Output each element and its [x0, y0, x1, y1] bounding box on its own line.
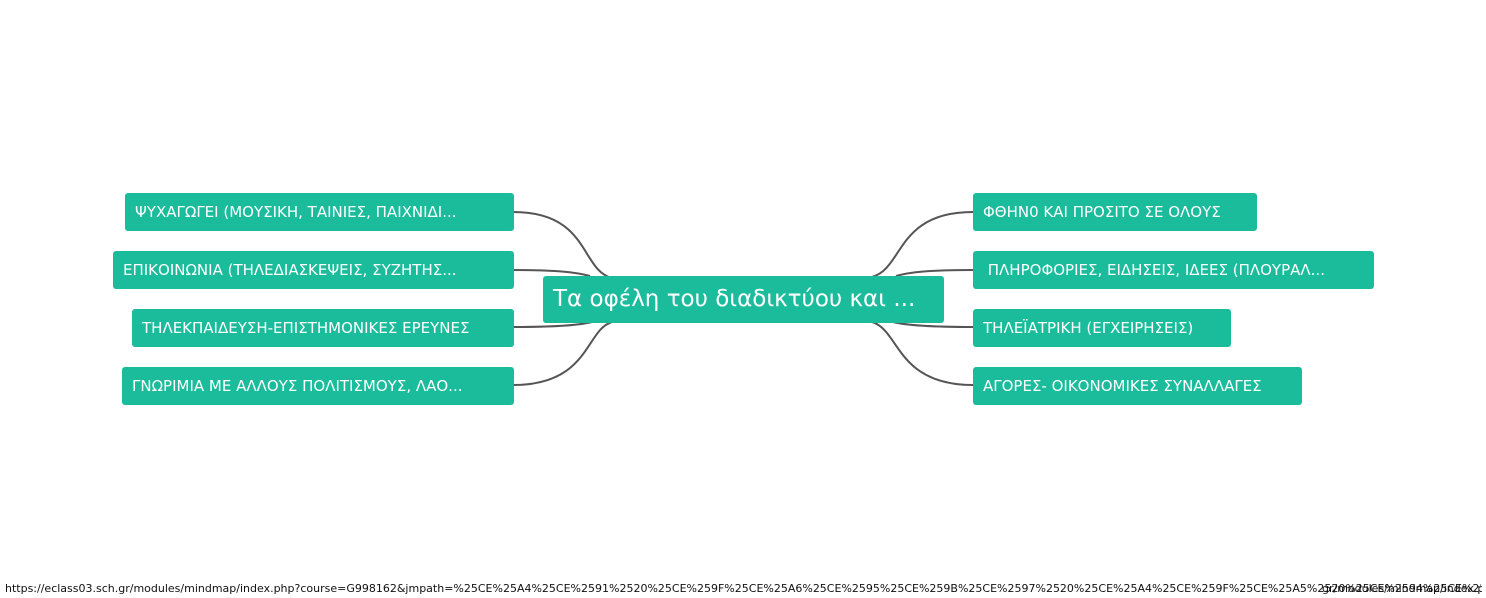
- root-node[interactable]: Τα οφέλη του διαδικτύου και ...: [543, 276, 944, 323]
- left-node-1[interactable]: ΨΥΧΑΓΩΓΕΙ (ΜΟΥΣΙΚΗ, ΤΑΙΝΙΕΣ, ΠΑΙΧΝΙΔΙ...: [125, 193, 514, 231]
- link-left-2: [512, 269, 591, 277]
- link-right-4: [871, 321, 974, 386]
- link-left-1: [512, 211, 613, 279]
- left-node-2[interactable]: ΕΠΙΚΟΙΝΩΝΙΑ (ΤΗΛΕΔΙΑΣΚΕΨΕΙΣ, ΣΥΖΗΤΗΣ...: [113, 251, 514, 289]
- link-left-4: [512, 321, 613, 386]
- link-right-1: [871, 211, 974, 278]
- right-node-3[interactable]: ΤΗΛΕΪΑΤΡΙΚΗ (ΕΓΧΕΙΡΗΣΕΙΣ): [973, 309, 1231, 347]
- left-node-3[interactable]: ΤΗΛΕΚΠΑΙΔΕΥΣΗ-ΕΠΙΣΤΗΜΟΝΙΚΕΣ ΕΡΕΥΝΕΣ: [132, 309, 514, 347]
- right-node-4[interactable]: ΑΓΟΡΕΣ- ΟΙΚΟΝΟΜΙΚΕΣ ΣΥΝΑΛΛΑΓΕΣ: [973, 367, 1302, 405]
- status-bar-url-overlay: gr/modules/mindmap/index.ph: [1322, 582, 1482, 595]
- link-right-2: [895, 269, 974, 277]
- right-node-2[interactable]: ΠΛΗΡΟΦΟΡΙΕΣ, ΕΙΔΗΣΕΙΣ, ΙΔΕΕΣ (ΠΛΟΥΡΑΛ...: [973, 251, 1374, 289]
- right-node-1[interactable]: ΦΘΗΝ0 ΚΑΙ ΠΡΟΣΙΤΟ ΣΕ ΟΛΟΥΣ: [973, 193, 1257, 231]
- left-node-4[interactable]: ΓΝΩΡΙΜΙΑ ΜΕ ΑΛΛΟΥΣ ΠΟΛΙΤΙΣΜΟΥΣ, ΛΑΟ...: [122, 367, 514, 405]
- status-bar-url: https://eclass03.sch.gr/modules/mindmap/…: [5, 582, 1481, 595]
